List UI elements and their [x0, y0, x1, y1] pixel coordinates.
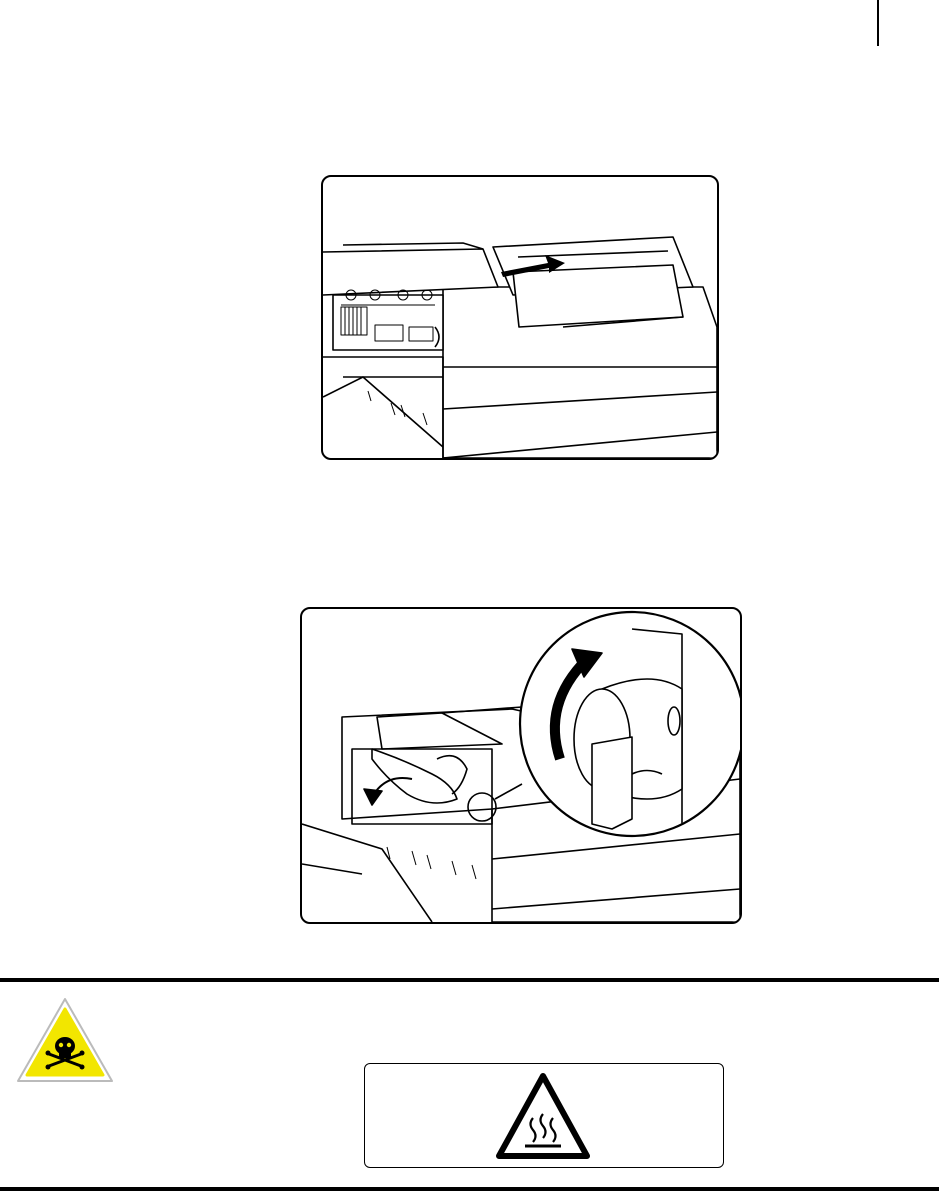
- skull-crossbones-warning-icon: [15, 996, 115, 1086]
- hot-surface-label: [364, 1063, 724, 1168]
- page-margin-rule: [877, 0, 879, 46]
- section-divider-top: [0, 978, 939, 982]
- figure-printer-top-paper-removal: [321, 175, 719, 460]
- printer-top-illustration: [323, 177, 717, 458]
- figure-fuser-knob-rotation: [300, 607, 742, 924]
- fuser-knob-illustration: [302, 609, 740, 922]
- section-divider-bottom: [0, 1187, 939, 1191]
- hot-surface-warning-icon: [493, 1070, 593, 1162]
